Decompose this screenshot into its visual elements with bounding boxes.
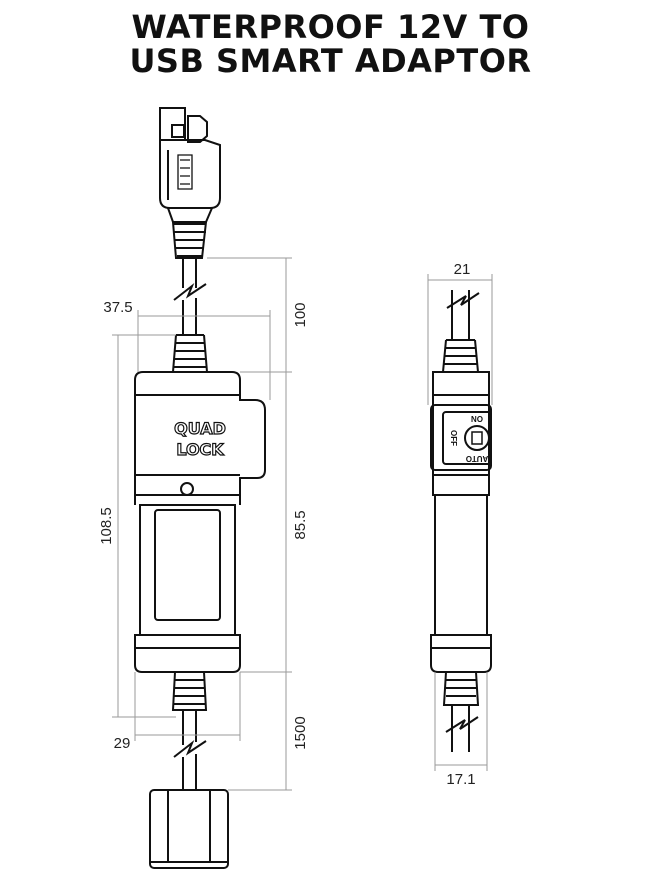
usb-end xyxy=(149,789,229,869)
dim-body-width: 29 xyxy=(114,735,131,752)
dim-body-mid: 85.5 xyxy=(292,510,309,539)
dimension-lines xyxy=(112,257,493,791)
dim-side-bottom-width: 17.1 xyxy=(446,771,475,788)
quad-lock-logo: QUAD LOCK xyxy=(160,405,240,470)
switch-label-auto: AUTO xyxy=(466,454,489,463)
title-line-1: WATERPROOF 12V TO xyxy=(131,8,530,46)
logo-line-1: QUAD xyxy=(174,419,226,438)
dim-connector-width: 37.5 xyxy=(103,299,132,316)
dim-body-length: 108.5 xyxy=(98,507,115,545)
adaptor-body xyxy=(134,371,266,711)
switch-label-on: ON xyxy=(471,414,483,423)
cable-top xyxy=(171,258,209,373)
cable-bottom xyxy=(173,710,207,790)
dim-cable-top: 100 xyxy=(292,302,309,327)
logo-line-2: LOCK xyxy=(176,440,224,459)
switch-label-off: OFF xyxy=(449,430,458,446)
dim-side-width: 21 xyxy=(454,261,471,278)
side-view xyxy=(430,290,492,752)
sae-connector xyxy=(159,107,221,259)
switch-labels: ON OFF AUTO xyxy=(449,414,488,463)
title-line-2: USB SMART ADAPTOR xyxy=(129,42,532,80)
dim-cable-bottom: 1500 xyxy=(292,716,309,749)
